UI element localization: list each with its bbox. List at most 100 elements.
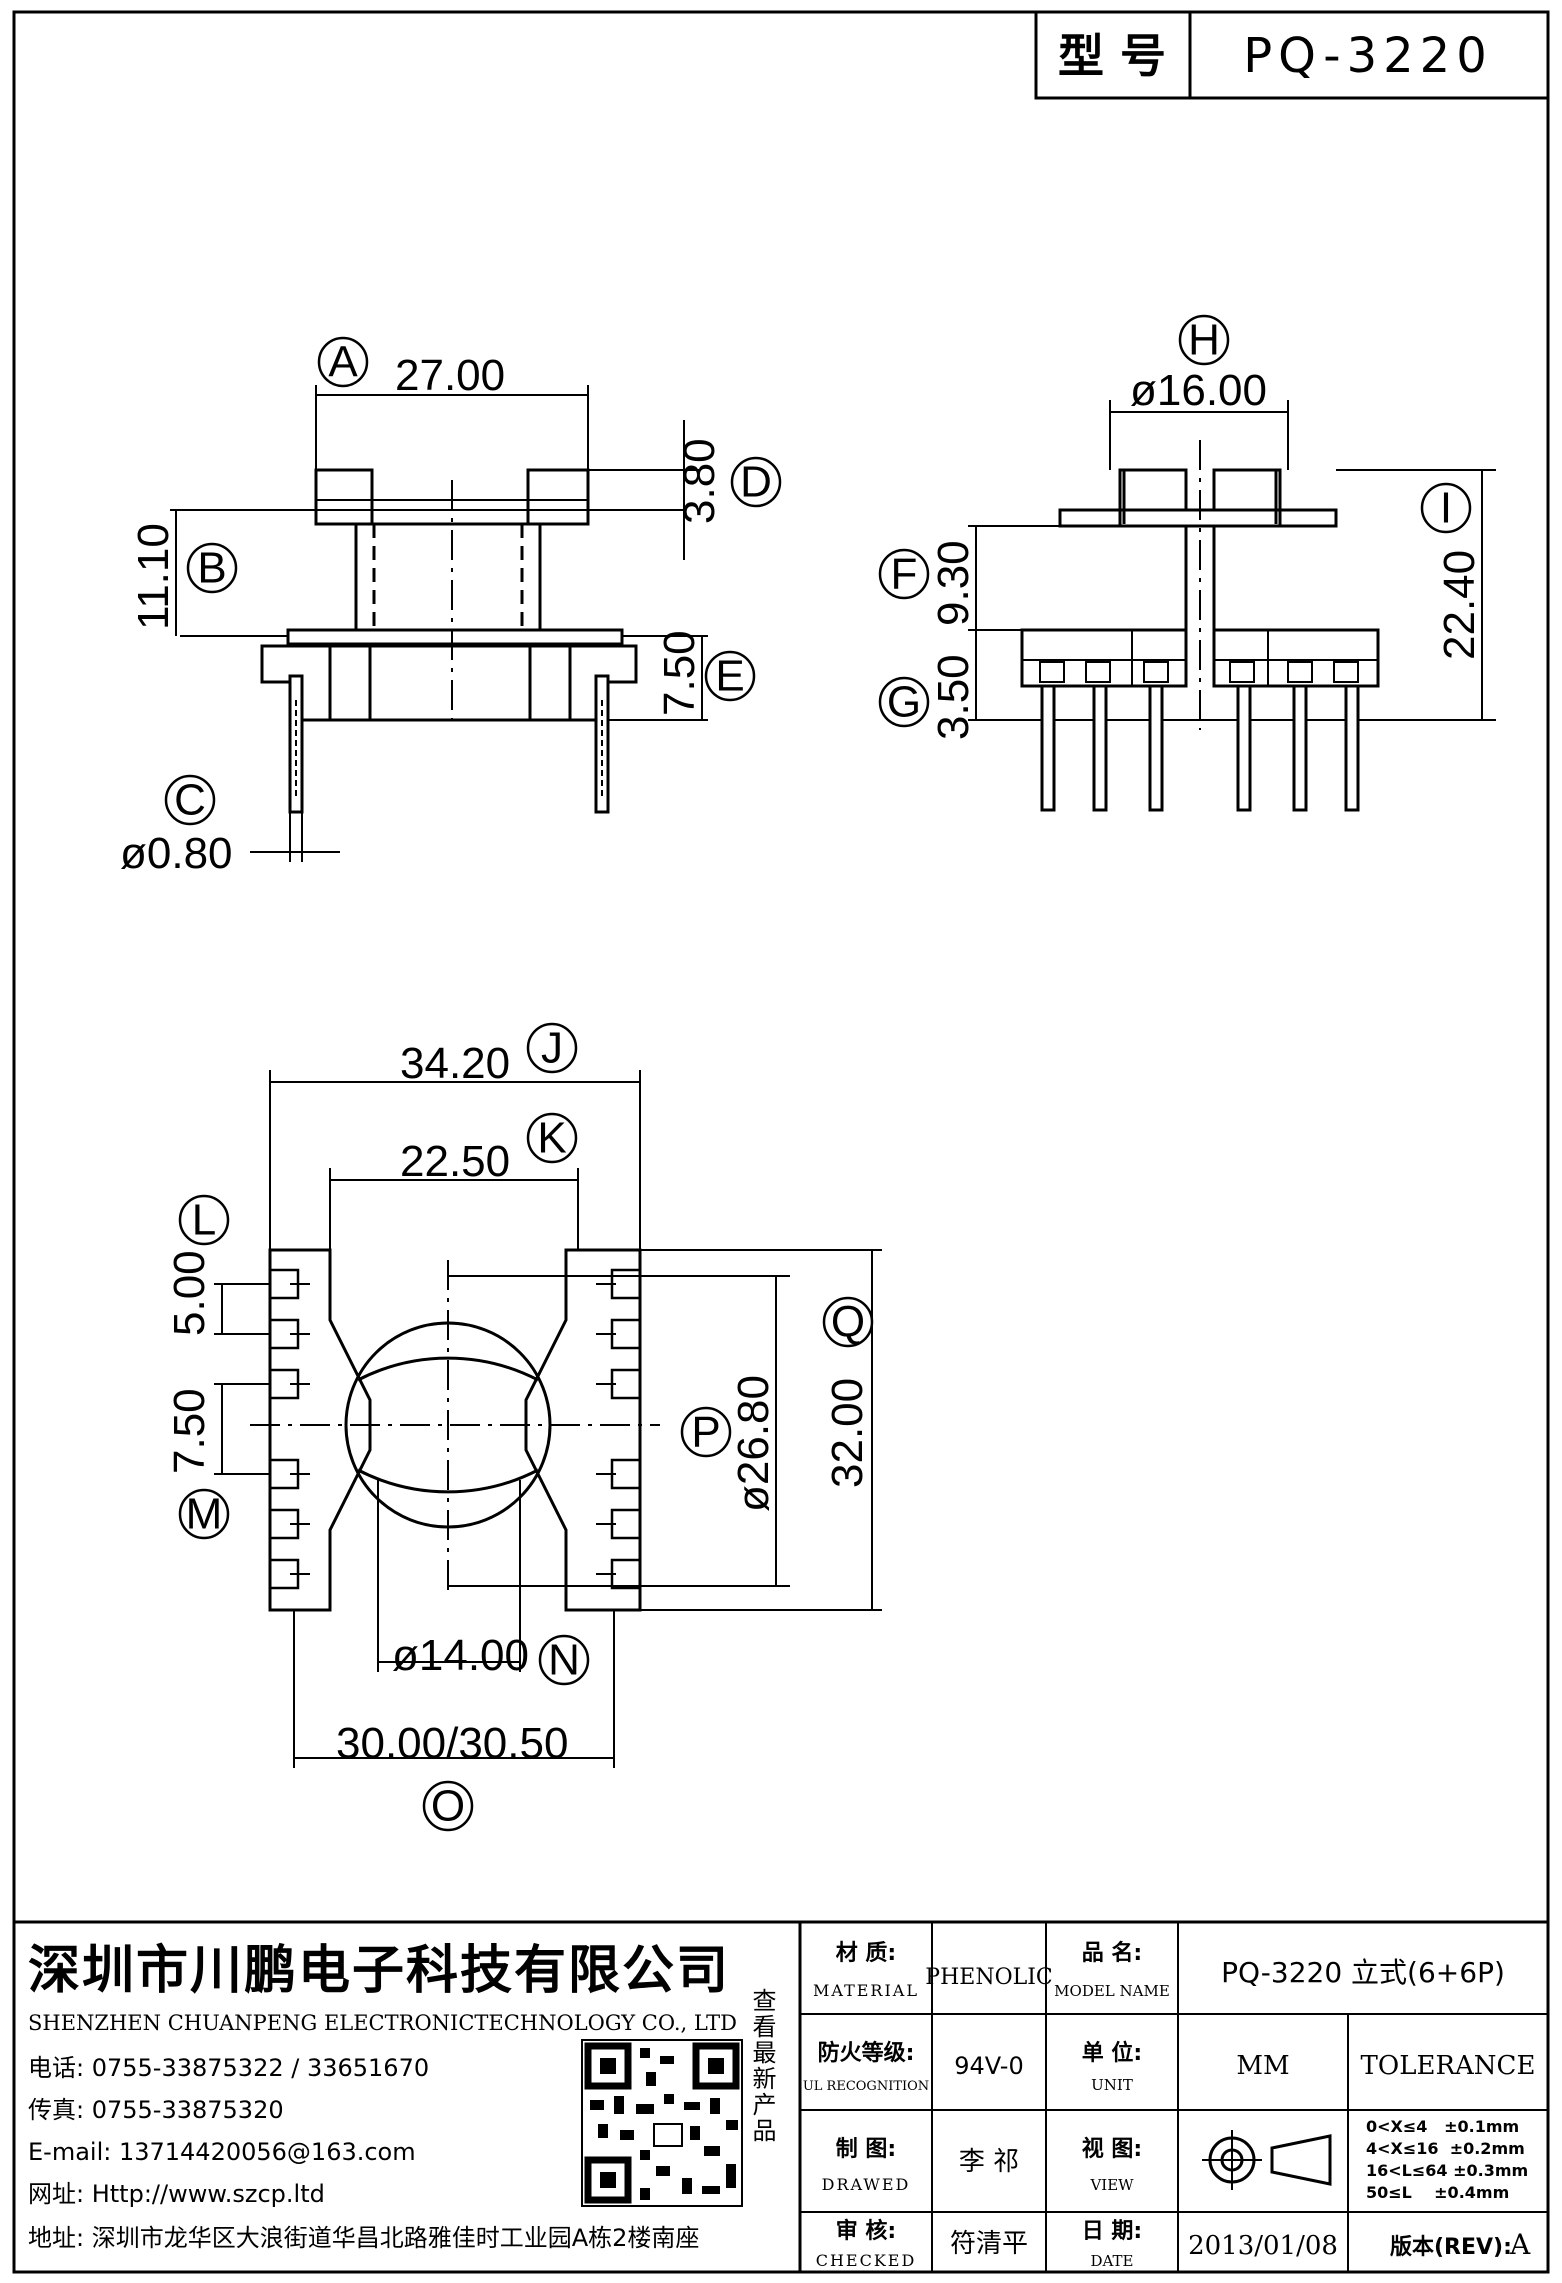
date-value: 2013/01/08 <box>1188 2231 1338 2261</box>
svg-text:J: J <box>541 1024 563 1073</box>
fire-rating-label-en: UL RECOGNITION <box>803 2079 929 2094</box>
front-view <box>968 400 1496 812</box>
unit-label-en: UNIT <box>1091 2076 1133 2094</box>
model-header-value: PQ-3220 <box>1243 28 1493 84</box>
dim-height-32: 32.00 <box>823 1378 872 1488</box>
dim-dia-14: ø14.00 <box>392 1631 529 1680</box>
drawn-value: 李 祁 <box>959 2147 1019 2177</box>
dim-dia-26-8: ø26.80 <box>729 1375 778 1512</box>
callout-H: H <box>1178 314 1230 366</box>
tolerance-row-2: 4<X≤16 ±0.2mm <box>1366 2139 1525 2158</box>
title-block <box>14 1920 1548 2272</box>
svg-text:L: L <box>192 1196 216 1245</box>
dim-width-34-2: 34.20 <box>400 1039 510 1088</box>
svg-text:P: P <box>691 1408 720 1457</box>
callout-L: L <box>178 1194 230 1246</box>
material-value: PHENOLIC <box>925 1965 1052 1990</box>
view-label-en: VIEW <box>1089 2176 1134 2194</box>
callout-G: G <box>878 676 930 728</box>
date-label-en: DATE <box>1091 2252 1134 2270</box>
dim-inner-22-5: 22.50 <box>400 1137 510 1186</box>
company-website: 网址: Http://www.szcp.ltd <box>28 2180 325 2208</box>
callout-E: E <box>704 650 756 702</box>
material-label-en: MATERIAL <box>813 1981 919 2000</box>
dim-lower-3-5: 3.50 <box>929 654 978 740</box>
dim-flange-3-8: 3.80 <box>675 438 724 524</box>
qr-code <box>581 2039 743 2207</box>
revision-value: A <box>1509 2228 1531 2261</box>
svg-text:D: D <box>740 458 772 507</box>
sheet-border <box>12 10 1550 2274</box>
callout-N: N <box>538 1634 590 1686</box>
dim-pitch-5: 5.00 <box>165 1250 214 1336</box>
svg-text:I: I <box>1440 484 1452 533</box>
dim-height-11: 11.10 <box>129 523 178 630</box>
model-header-label: 型 号 <box>1058 29 1166 83</box>
checked-value: 符清平 <box>950 2229 1028 2259</box>
dim-width-27: 27.00 <box>395 351 505 400</box>
svg-text:N: N <box>548 1636 580 1685</box>
callout-A: A <box>317 336 369 388</box>
callout-C: C <box>164 774 216 826</box>
callout-I: I <box>1420 482 1472 534</box>
dim-pin-diameter: ø0.80 <box>120 829 233 878</box>
svg-text:M: M <box>186 1490 223 1539</box>
dim-gap-7-5: 7.50 <box>165 1388 214 1474</box>
dim-dia-16: ø16.00 <box>1130 366 1267 415</box>
tolerance-row-1: 0<X≤4 ±0.1mm <box>1366 2117 1519 2136</box>
qr-caption: 查看最新产品 <box>748 1988 776 2144</box>
svg-text:O: O <box>431 1782 465 1831</box>
dim-total-22-4: 22.40 <box>1435 550 1484 660</box>
checked-label-cn: 审 核: <box>836 2218 896 2244</box>
dim-upper-9-3: 9.30 <box>929 540 978 626</box>
svg-text:F: F <box>891 550 918 599</box>
company-fax: 传真: 0755-33875320 <box>28 2096 284 2124</box>
tolerance-table: 0<X≤4 ±0.1mm 4<X≤16 ±0.2mm 16<L≤64 ±0.3m… <box>1366 2117 1528 2202</box>
callout-O: O <box>422 1780 474 1832</box>
callout-P: P <box>680 1406 732 1458</box>
callout-M: M <box>178 1488 230 1540</box>
material-label-cn: 材 质: <box>836 1941 896 1966</box>
svg-text:H: H <box>1188 316 1220 365</box>
dim-base-7-5: 7.50 <box>655 630 704 716</box>
top-view <box>214 1070 882 1768</box>
model-name-label-en: MODEL NAME <box>1054 1982 1170 2000</box>
drawn-label-en: DRAWED <box>822 2175 911 2194</box>
drawn-label-cn: 制 图: <box>836 2137 896 2162</box>
svg-text:G: G <box>887 678 921 727</box>
tolerance-row-3: 16<L≤64 ±0.3mm <box>1366 2161 1528 2180</box>
model-name-label-cn: 品 名: <box>1082 1940 1142 1966</box>
svg-text:E: E <box>715 652 744 701</box>
callout-J: J <box>526 1022 578 1074</box>
company-name-cn: 深圳市川鹏电子科技有限公司 <box>28 1941 730 2001</box>
checked-label-en: CHECKED <box>816 2251 917 2270</box>
svg-text:B: B <box>197 544 226 593</box>
company-phone: 电话: 0755-33875322 / 33651670 <box>28 2054 429 2082</box>
fire-rating-label-cn: 防火等级: <box>818 2040 915 2066</box>
callout-Q: Q <box>822 1296 874 1348</box>
fire-rating-value: 94V-0 <box>954 2052 1023 2080</box>
date-label-cn: 日 期: <box>1082 2219 1142 2244</box>
model-name-value: PQ-3220 立式(6+6P) <box>1221 1956 1505 1989</box>
svg-text:C: C <box>174 776 206 825</box>
unit-label-cn: 单 位: <box>1082 2040 1142 2066</box>
tolerance-label: TOLERANCE <box>1361 2051 1536 2081</box>
model-header: 型 号 PQ-3220 <box>1034 10 1550 100</box>
side-view <box>170 385 708 862</box>
svg-text:Q: Q <box>831 1298 865 1347</box>
revision-label: 版本(REV): <box>1390 2235 1512 2260</box>
unit-value: MM <box>1236 2051 1289 2081</box>
tolerance-row-4: 50≤L ±0.4mm <box>1366 2183 1509 2202</box>
callout-K: K <box>526 1112 578 1164</box>
company-name-en: SHENZHEN CHUANPENG ELECTRONICTECHNOLOGY … <box>28 2011 737 2035</box>
callout-F: F <box>878 548 930 600</box>
dim-pin-span: 30.00/30.50 <box>336 1719 568 1768</box>
company-email: E-mail: 13714420056@163.com <box>28 2138 416 2166</box>
svg-text:A: A <box>328 338 358 387</box>
callout-D: D <box>730 456 782 508</box>
view-label-cn: 视 图: <box>1082 2136 1142 2162</box>
svg-text:K: K <box>537 1114 566 1163</box>
projection-symbol-icon <box>1202 2130 1332 2190</box>
company-address: 地址: 深圳市龙华区大浪街道华昌北路雅佳时工业园A栋2楼南座 <box>28 2224 699 2252</box>
